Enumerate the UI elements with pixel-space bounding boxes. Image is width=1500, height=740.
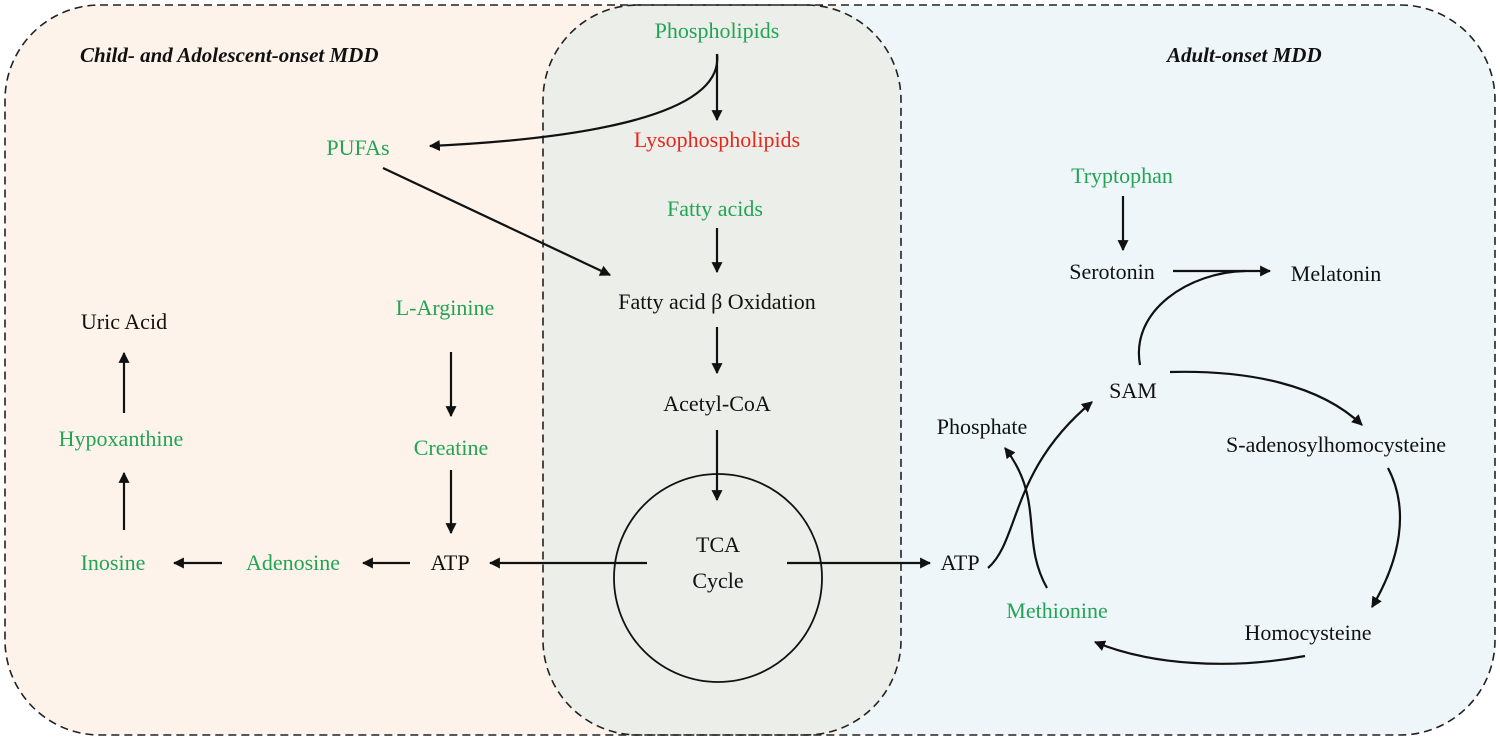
arrow-sam-to-s-adenosylhomocysteine [1169, 370, 1363, 426]
node-pufas: PUFAs [326, 135, 389, 160]
node-melatonin: Melatonin [1291, 261, 1381, 286]
node-phospholipids: Phospholipids [655, 18, 780, 43]
arrow-atp-to-sam [987, 401, 1093, 569]
node-serotonin: Serotonin [1069, 259, 1155, 284]
node-tca-line1: TCA [696, 532, 740, 557]
node-lysophospholipids: Lysophospholipids [634, 127, 800, 152]
arrow-phospholipids-to-pufas [428, 53, 719, 152]
arrow-pufas-to-beta-oxidation [382, 167, 611, 276]
arrows [118, 53, 1402, 665]
node-adenosine: Adenosine [246, 550, 340, 575]
node-s-adenosylhomocysteine: S-adenosylhomocysteine [1226, 432, 1446, 457]
node-methionine: Methionine [1006, 598, 1107, 623]
node-fatty-acids: Fatty acids [667, 196, 763, 221]
adult-region-fill [840, 5, 1495, 735]
arrow-s-adenosylhomocysteine-to-homocysteine [1371, 467, 1402, 608]
node-sam: SAM [1109, 378, 1157, 403]
node-hypoxanthine: Hypoxanthine [59, 426, 184, 451]
arrow-homocysteine-to-methionine [1093, 640, 1306, 665]
shared-region-fill [543, 5, 901, 735]
node-fatty-acid-beta-oxidation: Fatty acid β Oxidation [618, 289, 816, 314]
node-inosine: Inosine [81, 550, 146, 575]
node-tca-line2: Cycle [692, 568, 743, 593]
node-phosphate: Phosphate [937, 414, 1027, 439]
arrow-methionine-to-phosphate [1004, 447, 1048, 589]
node-acetyl-coa: Acetyl-CoA [663, 391, 771, 416]
child-region-title: Child- and Adolescent-onset MDD [80, 43, 379, 67]
adult-region-title: Adult-onset MDD [1165, 43, 1322, 67]
node-uric-acid: Uric Acid [81, 309, 167, 334]
node-homocysteine: Homocysteine [1244, 620, 1371, 645]
shared-dashed-border [542, 4, 902, 736]
arrow-sam-to-melatonin [1137, 269, 1246, 366]
node-atp-left: ATP [430, 550, 469, 575]
node-l-arginine: L-Arginine [396, 295, 495, 320]
node-atp-right: ATP [940, 550, 979, 575]
node-tryptophan: Tryptophan [1071, 163, 1173, 188]
node-creatine: Creatine [414, 435, 489, 460]
